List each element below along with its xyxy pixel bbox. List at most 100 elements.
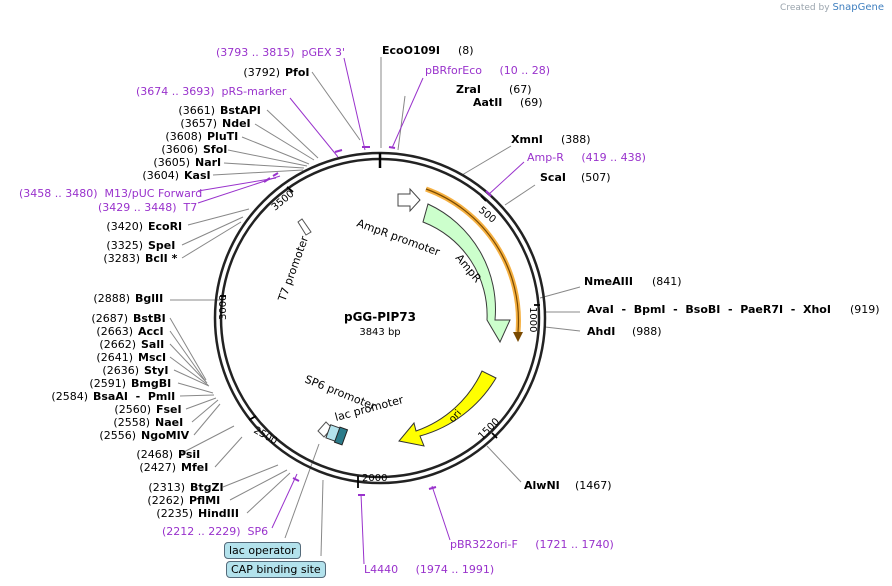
ring-ticks xyxy=(220,186,540,488)
enzyme-pos: (8) xyxy=(458,44,474,57)
tick-label-1500: 1500 xyxy=(476,416,502,442)
enzyme-name: ZraI xyxy=(456,83,481,96)
enzyme-pos: (2663) xyxy=(96,325,133,338)
enzyme-pos: (2560) xyxy=(114,403,151,416)
primer-label-pgex3: (3793 .. 3815) pGEX 3' xyxy=(216,46,345,59)
enzyme-pos: (3657) xyxy=(180,117,217,130)
tick-label-2000: 2000 xyxy=(362,473,387,484)
enzyme-pos: (2687) xyxy=(91,312,128,325)
tick-label-1000: 1000 xyxy=(527,307,538,332)
amp-r-primer-arrowhead xyxy=(513,332,523,342)
enzyme-name: PluTI xyxy=(207,130,238,143)
enzyme-pos: (841) xyxy=(652,275,682,288)
enzyme-pos: (2591) xyxy=(89,377,126,390)
enzyme-pos: (3420) xyxy=(106,220,143,233)
enzyme-name: SfoI xyxy=(203,143,227,156)
enzyme-pos: (69) xyxy=(520,96,543,109)
enzyme-pos: (2468) xyxy=(136,448,173,461)
enzyme-pos: (988) xyxy=(632,325,662,338)
enzyme-name: PflMI xyxy=(189,494,220,507)
enzyme-pos: (2262) xyxy=(147,494,184,507)
primer-leader-lines xyxy=(197,57,525,565)
enzyme-pos: (2641) xyxy=(96,351,133,364)
enzyme-pos: (2427) xyxy=(139,461,176,474)
ori-arrow xyxy=(398,370,497,447)
enzyme-name: MscI xyxy=(138,351,166,364)
enzyme-name: StyI xyxy=(144,364,168,377)
enzyme-name: BmgBI xyxy=(131,377,171,390)
enzyme-name: BsaAI - PmlI xyxy=(93,390,175,403)
plasmid-name: pGG-PIP73 xyxy=(344,310,416,324)
primer-label-sp6: (2212 .. 2229) SP6 xyxy=(162,525,268,538)
cap-binding-site-tag: CAP binding site xyxy=(226,561,326,578)
enzyme-name: BstAPI xyxy=(220,104,261,117)
enzyme-name: EcoO109I xyxy=(382,44,440,57)
enzyme-pos: (388) xyxy=(561,133,591,146)
enzyme-name: BclI * xyxy=(145,252,178,265)
enzyme-pos: (2636) xyxy=(102,364,139,377)
enzyme-pos: (2662) xyxy=(99,338,136,351)
primer-label-l4440: L4440 (1974 .. 1991) xyxy=(364,563,494,576)
enzyme-name: MfeI xyxy=(181,461,208,474)
enzyme-pos: (2556) xyxy=(99,429,136,442)
t7-promoter-arrow xyxy=(297,218,312,236)
enzyme-pos: (2888) xyxy=(93,292,130,305)
tick-label-3000: 3000 xyxy=(218,295,229,320)
primer-label-amp-r: Amp-R (419 .. 438) xyxy=(527,151,646,164)
ampr-promoter-arrow xyxy=(397,187,421,213)
enzyme-pos: (3283) xyxy=(103,252,140,265)
lac-operator-tag: lac operator xyxy=(224,542,301,559)
enzyme-name: BtgZI xyxy=(190,481,224,494)
enzyme-name: AccI xyxy=(138,325,164,338)
plasmid-length: 3843 bp xyxy=(359,327,400,338)
enzyme-pos: (3608) xyxy=(165,130,202,143)
enzyme-name: PsiI xyxy=(178,448,200,461)
enzyme-pos: (3605) xyxy=(153,156,190,169)
enzyme-pos: (67) xyxy=(509,83,532,96)
enzyme-pos: (2584) xyxy=(51,390,88,403)
primer-label-m13-puc-forward: (3458 .. 3480) M13/pUC Forward xyxy=(19,187,202,200)
enzyme-pos: (2313) xyxy=(148,481,185,494)
enzyme-name: ScaI xyxy=(540,171,566,184)
primer-marks xyxy=(263,146,492,496)
credit-prefix: Created by xyxy=(780,3,830,13)
enzyme-pos: (3604) xyxy=(142,169,179,182)
snapgene-credit: Created by SnapGene xyxy=(780,2,884,13)
enzymes-right: EcoO109I (8) ZraI (67) AatII (69) XmnI (… xyxy=(382,44,880,492)
enzyme-name: NgoMIV xyxy=(141,429,190,442)
enzyme-pos: (507) xyxy=(581,171,611,184)
primer-label-pbrforeco: pBRforEco (10 .. 28) xyxy=(425,64,550,77)
enzyme-pos: (1467) xyxy=(575,479,612,492)
enzyme-name: AhdI xyxy=(587,325,615,338)
enzyme-name: KasI xyxy=(184,169,211,182)
enzyme-name: NaeI xyxy=(155,416,183,429)
enzyme-pos: (3325) xyxy=(106,239,143,252)
enzyme-pos: (2558) xyxy=(113,416,150,429)
enzyme-name: HindIII xyxy=(198,507,239,520)
primer-label-t7: (3429 .. 3448) T7 xyxy=(98,201,197,214)
enzyme-pos: (919) xyxy=(850,303,880,316)
snapgene-brand: SnapGene xyxy=(832,2,884,13)
enzyme-name: SalI xyxy=(141,338,164,351)
enzyme-name: NarI xyxy=(195,156,221,169)
enzyme-name: FseI xyxy=(156,403,182,416)
enzyme-name: PfoI xyxy=(285,66,310,79)
enzyme-name: AlwNI xyxy=(524,479,560,492)
amp-r-primer-arrow xyxy=(425,188,520,333)
enzyme-name: EcoRI xyxy=(148,220,182,233)
enzyme-pos: (3792) xyxy=(243,66,280,79)
enzyme-name: BglII xyxy=(135,292,163,305)
ampr-gene-arrow xyxy=(422,203,511,344)
enzyme-name: SpeI xyxy=(148,239,175,252)
t7-promoter-label: T7 promoter xyxy=(275,234,311,304)
cap-binding-site-box xyxy=(333,426,349,446)
enzyme-pos: (3606) xyxy=(161,143,198,156)
primer-label-prs-marker: (3674 .. 3693) pRS-marker xyxy=(136,85,287,98)
enzyme-name: AvaI - BpmI - BsoBI - PaeR7I - XhoI xyxy=(587,303,831,316)
enzyme-name: NmeAIII xyxy=(584,275,633,288)
enzyme-leader-lines xyxy=(169,57,581,557)
enzyme-pos: (2235) xyxy=(156,507,193,520)
enzyme-name: BstBI xyxy=(133,312,166,325)
enzyme-name: XmnI xyxy=(511,133,543,146)
